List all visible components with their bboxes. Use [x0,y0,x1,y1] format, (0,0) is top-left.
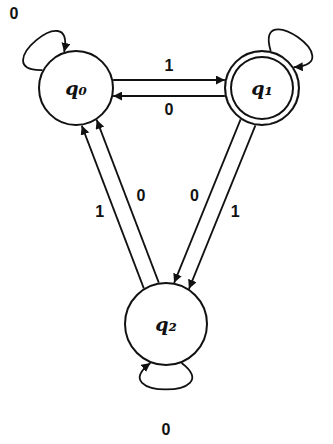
transition-arrow [113,95,225,97]
transition-label: 1 [93,203,106,221]
transition-arrow [97,120,159,283]
transition-label: 1 [163,57,176,75]
transition-arrow [82,126,144,289]
state-name: q₁ [251,77,273,99]
state-circle: q₀ [38,50,114,126]
transition-label: 0 [8,5,21,23]
transition-arrow [140,363,193,389]
transition-arrow [174,119,240,282]
transition-label: 0 [188,187,201,205]
state-name: q₀ [65,77,87,99]
state-circle: q₂ [124,282,208,366]
transition-label: 0 [163,101,176,119]
transition-label: 0 [160,421,173,439]
accept-state: q₁ [224,50,300,126]
transition-arrow [113,79,225,81]
transition-label: 0 [134,187,147,205]
transition-label: 1 [229,203,242,221]
transition-arrow [189,125,255,288]
state-name: q₂ [155,313,177,335]
